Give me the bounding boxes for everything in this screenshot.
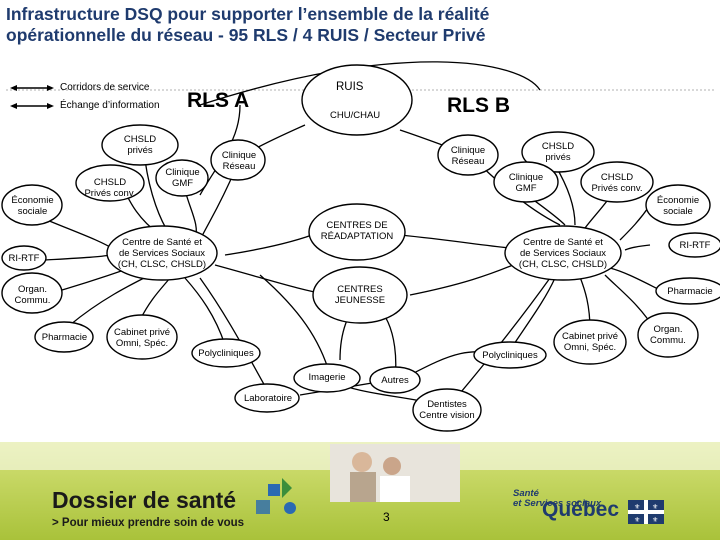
node-autres: Autres — [381, 375, 409, 386]
nodes — [1, 64, 720, 432]
footer-province: Québec — [542, 498, 620, 521]
rls-a-heading: RLS A — [187, 89, 250, 112]
svg-text:⚜: ⚜ — [652, 516, 658, 524]
svg-text:⚜: ⚜ — [652, 503, 658, 511]
page-number: 3 — [383, 510, 390, 524]
footer-ministry: Santé et Services sociaux — [513, 488, 602, 509]
legend-echange-label: Échange d’information — [60, 100, 160, 111]
svg-text:⚜: ⚜ — [634, 503, 640, 511]
node-imagerie: Imagerie — [308, 372, 346, 383]
node-organ-commu-b: Organ.Commu. — [650, 324, 686, 346]
node-organ-commu-a: Organ.Commu. — [14, 284, 51, 306]
rls-b-heading: RLS B — [447, 94, 510, 117]
node-pharmacie-a: Pharmacie — [41, 332, 88, 343]
footer-brand: Dossier de santé — [52, 487, 237, 513]
ruis-label: RUIS — [336, 81, 364, 93]
title-line-1: Infrastructure DSQ pour supporter l’ense… — [6, 4, 490, 24]
network-diagram — [1, 61, 720, 432]
chu-chau-label: CHU/CHAU — [330, 110, 381, 121]
quebec-flag-icon: ⚜ ⚜ ⚜ ⚜ — [628, 500, 664, 524]
footer-background: ⚜ ⚜ ⚜ ⚜ — [0, 442, 720, 540]
node-ri-rtf-b: RI-RTF — [679, 240, 711, 251]
node-polycliniques-b: Polycliniques — [482, 350, 538, 361]
page-title: Infrastructure DSQ pour supporter l’ense… — [6, 4, 706, 46]
node-pharmacie-b: Pharmacie — [667, 286, 713, 297]
footer-banner: ⚜ ⚜ ⚜ ⚜ Dossier de santé > Pour mieux pr… — [0, 442, 720, 540]
node-polycliniques-a: Polycliniques — [198, 348, 254, 359]
svg-text:⚜: ⚜ — [634, 516, 640, 524]
node-laboratoire: Laboratoire — [243, 393, 293, 404]
dossier-sante-logo-icon — [256, 478, 296, 514]
title-line-2: opérationnelle du réseau - 95 RLS / 4 RU… — [6, 25, 486, 45]
footer-tagline: > Pour mieux prendre soin de vous — [52, 517, 245, 529]
legend-arrows — [10, 85, 54, 109]
legend-corridors-label: Corridors de service — [60, 82, 150, 93]
node-ri-rtf-a: RI-RTF — [8, 253, 40, 264]
